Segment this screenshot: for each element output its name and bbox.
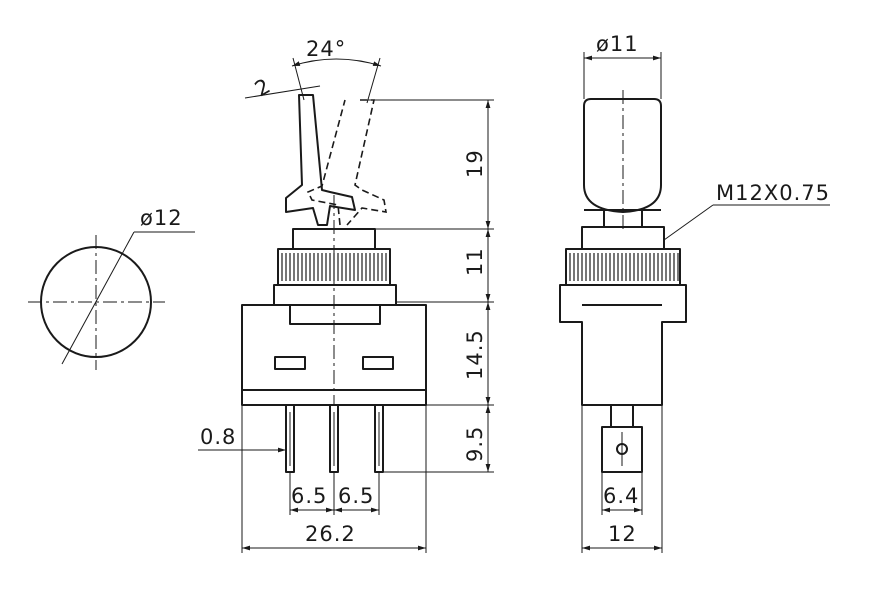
side-body — [559, 284, 687, 406]
toggle-lever-alt — [346, 99, 387, 226]
terminal-thickness-label: 0.8 — [200, 425, 236, 449]
side-width-label: 12 — [608, 522, 637, 546]
terminal-window-left — [274, 356, 306, 370]
terminal-width-label: 6.4 — [603, 484, 639, 508]
toggle-lever — [285, 94, 356, 226]
front-view: 24° 2 0.8 6.5 6.5 26.2 — [198, 37, 494, 553]
dia-11-label: ø11 — [596, 32, 639, 56]
h-lever-label: 19 — [463, 149, 487, 178]
pitch-right-label: 6.5 — [338, 484, 374, 508]
pitch-left-label: 6.5 — [291, 484, 327, 508]
lever-width-label: 2 — [251, 73, 275, 101]
side-knurled-nut — [565, 248, 681, 286]
terminal-window-right — [362, 356, 394, 370]
lever-cap — [583, 98, 662, 213]
thread-label: M12X0.75 — [716, 181, 830, 205]
side-view: ø11 M12X0.75 6.4 12 — [559, 32, 830, 553]
h-bushing-label: 11 — [463, 247, 487, 276]
body-width-label: 26.2 — [305, 522, 356, 546]
dia-12-label: ø12 — [140, 206, 183, 230]
side-bushing — [581, 226, 665, 250]
angle-label: 24° — [306, 37, 346, 61]
circle-view: ø12 — [28, 206, 195, 370]
h-terminal-label: 9.5 — [463, 426, 487, 462]
h-body-label: 14.5 — [463, 329, 487, 380]
dia-12-leader — [61, 231, 135, 365]
